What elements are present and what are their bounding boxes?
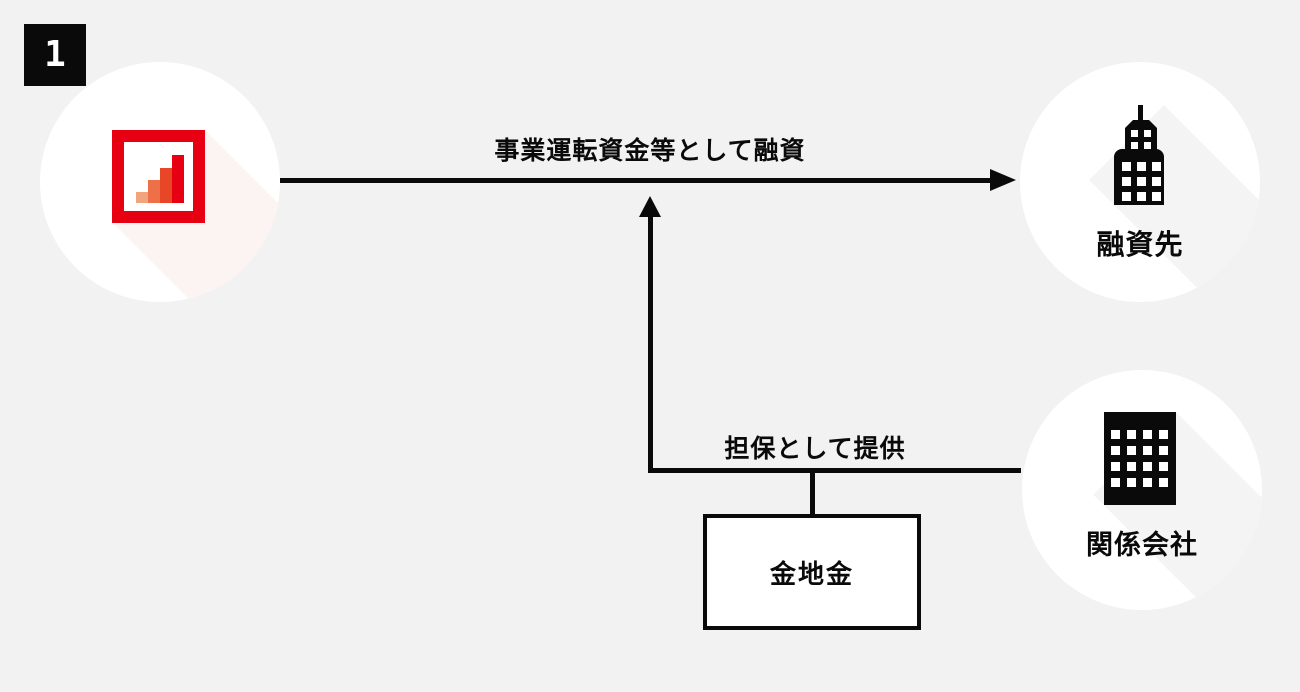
step-number: 1 [44,34,66,75]
bar-chart-logo-icon [112,130,205,223]
office-building-icon [1104,412,1176,505]
node-borrower-circle: 融資先 [1020,62,1260,302]
collateral-box: 金地金 [703,514,921,630]
step-badge: 1 [24,24,86,86]
node-lender-circle [40,62,280,302]
collateral-edge-label: 担保として提供 [724,434,906,463]
node-affiliate-circle: 関係会社 [1022,370,1262,610]
skyscraper-icon [1114,105,1164,205]
box-connector-line [810,473,815,516]
collateral-box-label: 金地金 [769,559,854,590]
collateral-arrow-line [648,212,653,473]
arrowhead-up-icon [639,196,661,217]
borrower-label: 融資先 [1096,228,1184,261]
arrowhead-right-icon [990,169,1016,191]
loan-edge-label: 事業運転資金等として融資 [494,136,806,165]
collateral-line [648,468,1021,473]
loan-arrow-line [280,178,994,183]
affiliate-label: 関係会社 [1086,530,1198,561]
